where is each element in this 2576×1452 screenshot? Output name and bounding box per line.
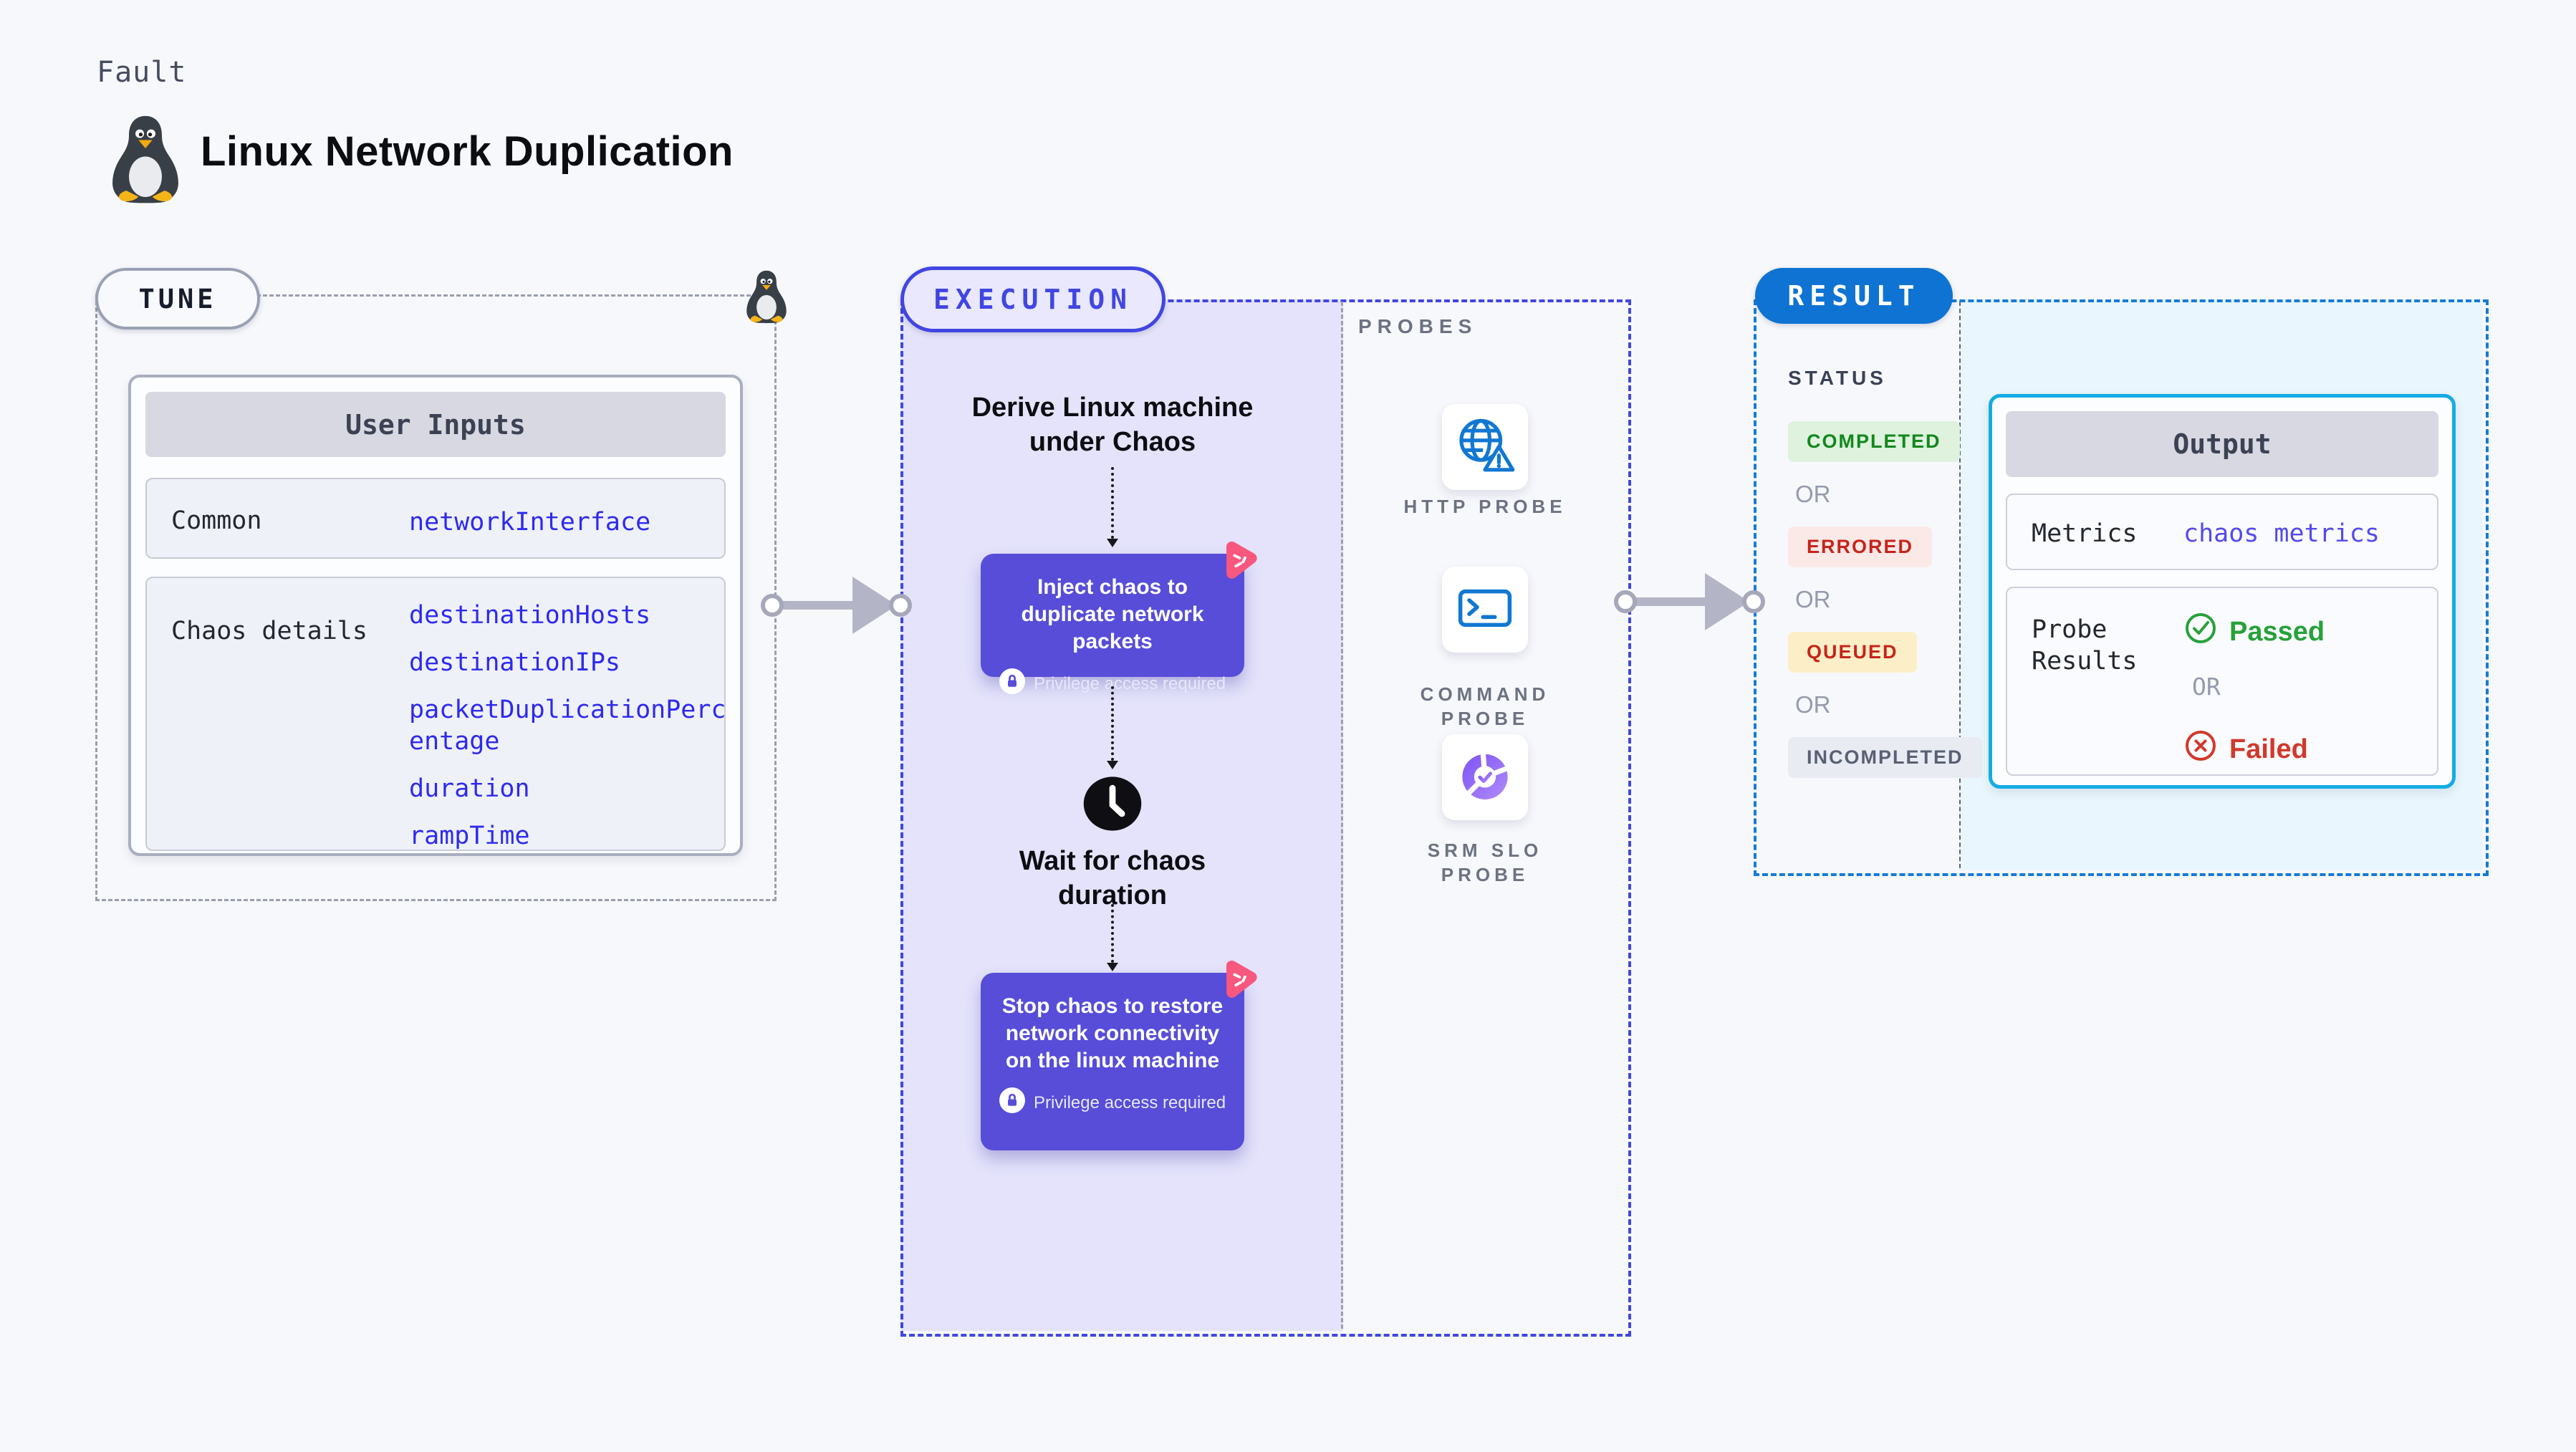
x-circle-icon [2183, 729, 2218, 770]
failed-label: Failed [2229, 734, 2308, 764]
chaos-logo-icon [1211, 953, 1262, 1004]
stop-chaos-label: Stop chaos to restore network connectivi… [1001, 994, 1224, 1072]
flow-arrow [772, 601, 855, 610]
status-column: STATUS COMPLETED OR ERRORED OR QUEUED OR… [1788, 367, 1982, 778]
clock-icon [1082, 774, 1143, 834]
passed-label: Passed [2229, 616, 2325, 647]
privilege-label: Privilege access required [1033, 673, 1226, 693]
fault-eyebrow: Fault [97, 56, 187, 89]
terminal-icon [1453, 577, 1517, 643]
step-derive-machine: Derive Linux machine under Chaos [971, 393, 1254, 457]
step-wait-duration: Wait for chaos duration [1019, 846, 1206, 910]
row-label: Common [171, 506, 262, 535]
lock-icon [999, 668, 1025, 699]
privilege-label: Privilege access required [1033, 1092, 1226, 1112]
input-value: networkInterface [409, 508, 651, 537]
chaos-logo-icon [1211, 534, 1262, 585]
user-inputs-card: User Inputs Common networkInterface Chao… [128, 375, 743, 856]
connector-dot [889, 594, 912, 617]
input-value: packetDuplicationPercentage [409, 696, 726, 756]
slo-pie-icon [1452, 743, 1518, 812]
status-badge-errored: ERRORED [1788, 527, 1933, 567]
user-inputs-header: User Inputs [145, 392, 726, 457]
http-probe-label: HTTP PROBE [1403, 496, 1567, 517]
output-card: Output Metrics chaos metrics Probe Resul… [1989, 394, 2456, 789]
probes-divider [1341, 302, 1343, 1329]
flow-arrow [1625, 597, 1708, 606]
page-title: Linux Network Duplication [201, 128, 734, 175]
command-probe-label: COMMAND PROBE [1420, 683, 1550, 729]
globe-alert-icon [1452, 413, 1518, 482]
input-value: destinationHosts [409, 601, 651, 630]
user-inputs-row-common: Common networkInterface [145, 478, 726, 559]
or-separator: OR [2192, 673, 2221, 701]
row-label: Chaos details [171, 617, 367, 645]
execution-region [900, 299, 1631, 1337]
chaos-metrics-value: chaos metrics [2183, 519, 2380, 548]
output-header: Output [2006, 411, 2438, 477]
step-inject-chaos-box: Inject chaos to duplicate network packet… [981, 541, 1257, 694]
connector-dot [761, 594, 784, 617]
user-inputs-row-chaos-details: Chaos details destinationHosts destinati… [145, 577, 726, 851]
step-stop-chaos-box: Stop chaos to restore network connectivi… [981, 960, 1257, 1150]
input-value: duration [409, 774, 530, 803]
connector-dot [1614, 590, 1637, 613]
row-label: Metrics [2032, 519, 2138, 548]
result-region [1754, 299, 2489, 876]
row-label: Probe Results [2032, 615, 2138, 675]
input-value: rampTime [409, 822, 530, 850]
input-value: destinationIPs [409, 648, 621, 677]
dotted-arrow-down [1107, 467, 1118, 547]
srm-slo-probe-label: SRM SLO PROBE [1427, 840, 1543, 885]
result-divider [1959, 302, 1961, 868]
output-row-probe-results: Probe Results Passed OR F [2006, 587, 2438, 776]
srm-slo-probe-card [1442, 734, 1528, 820]
status-title: STATUS [1788, 367, 1887, 389]
status-badge-incompleted: INCOMPLETED [1788, 737, 1982, 778]
tune-pill: TUNE [95, 268, 260, 330]
or-separator: OR [1795, 481, 1831, 507]
tux-penguin-small-icon [744, 264, 789, 330]
inject-chaos-label: Inject chaos to duplicate network packet… [1021, 575, 1204, 653]
or-separator: OR [1795, 586, 1831, 612]
output-row-metrics: Metrics chaos metrics [2006, 494, 2438, 570]
status-badge-completed: COMPLETED [1788, 421, 1960, 462]
status-badge-queued: QUEUED [1788, 632, 1917, 673]
lock-icon [999, 1087, 1025, 1118]
http-probe-card [1442, 404, 1528, 490]
execution-pill: EXECUTION [900, 266, 1166, 332]
tux-penguin-icon [107, 113, 183, 205]
dotted-arrow-down [1107, 686, 1118, 769]
or-separator: OR [1795, 691, 1831, 718]
result-pill: RESULT [1755, 268, 1953, 324]
dotted-arrow-down [1107, 904, 1118, 971]
probes-label: PROBES [1358, 315, 1478, 337]
command-probe-card [1442, 567, 1528, 653]
connector-dot [1742, 590, 1765, 613]
check-circle-icon [2183, 611, 2218, 653]
flow-arrow-head [1705, 573, 1749, 630]
